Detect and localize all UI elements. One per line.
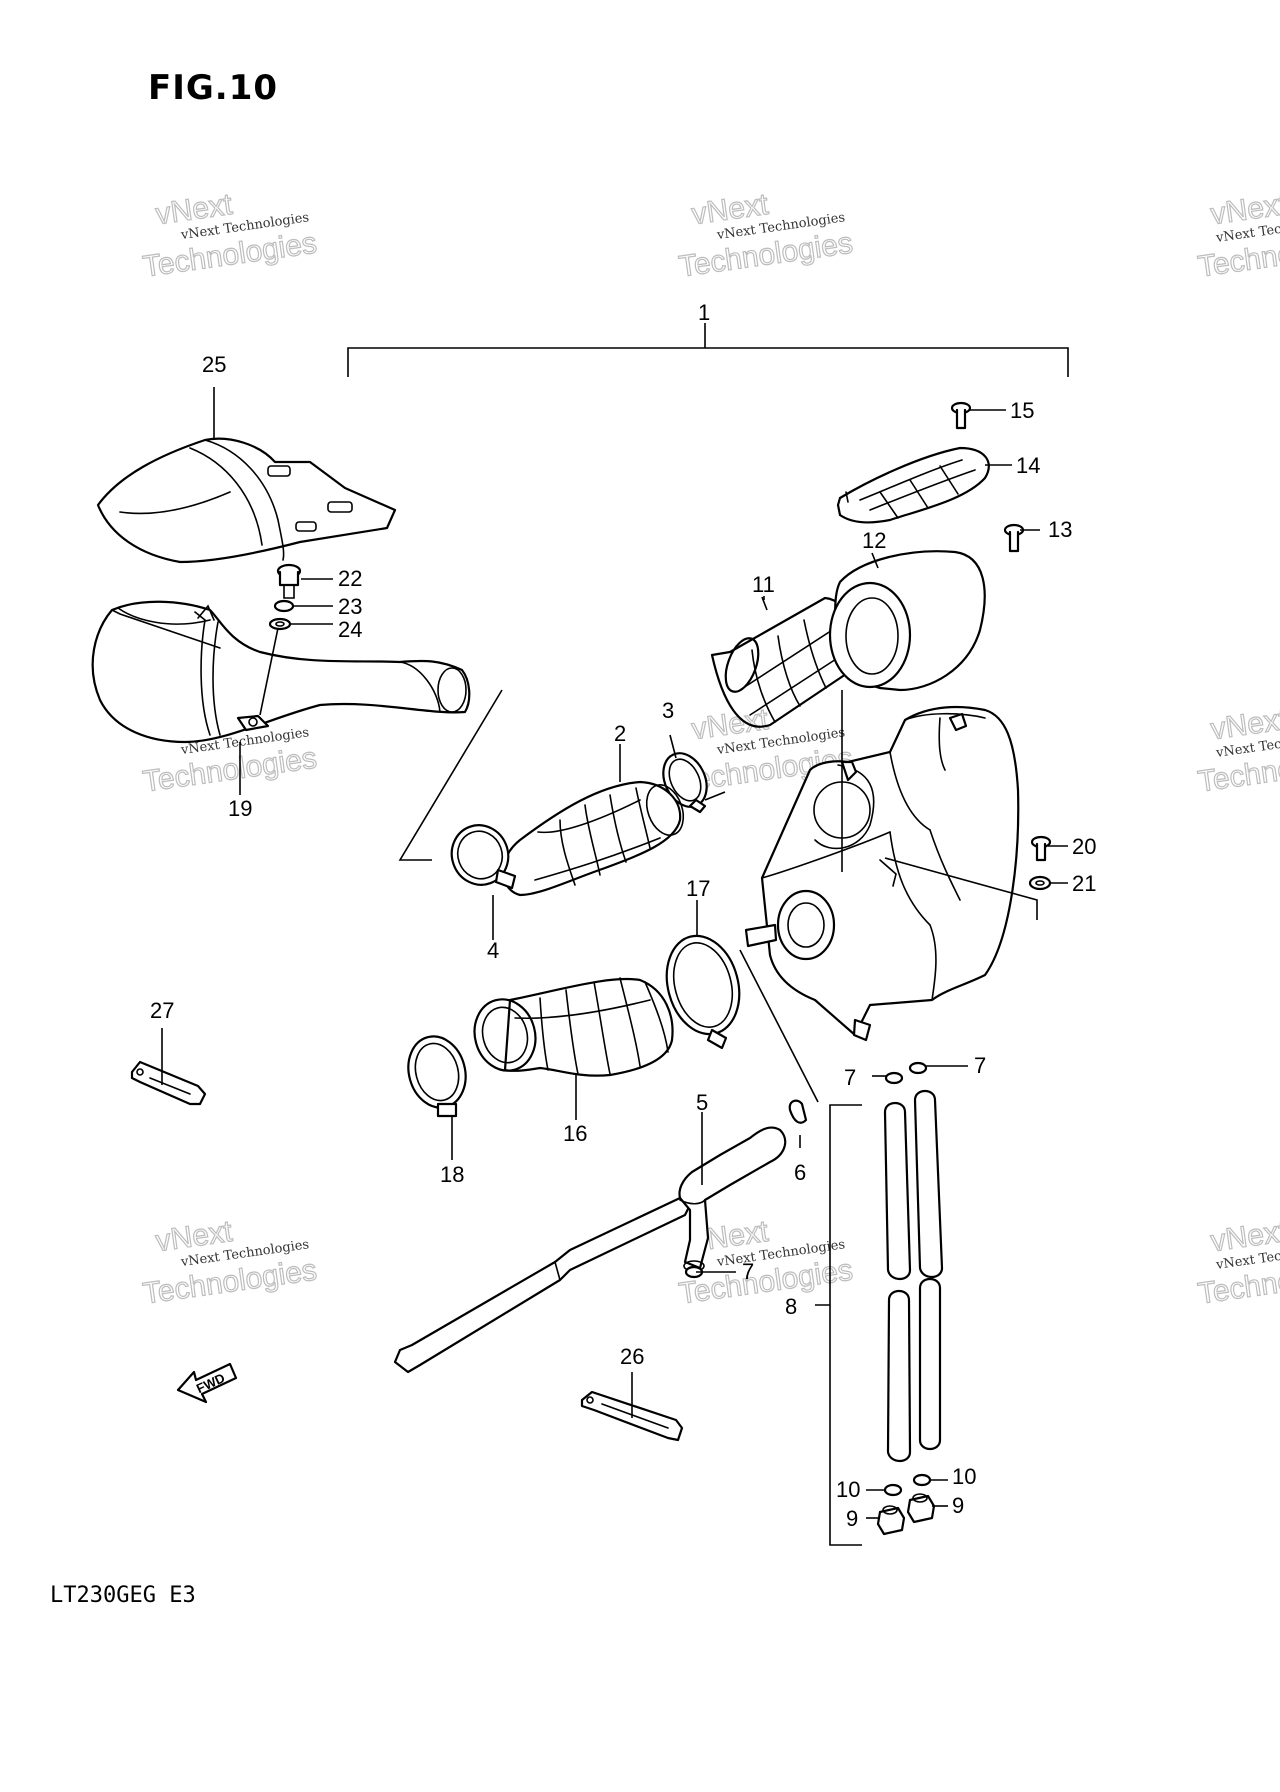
fwd-arrow-icon: FWD (176, 1362, 238, 1404)
callout-16: 16 (563, 1121, 587, 1146)
part-10-clip (883, 1483, 903, 1497)
callout-7c: 7 (742, 1259, 754, 1284)
bracket-8 (815, 1104, 862, 1546)
part-9-plug (876, 1505, 906, 1536)
part-22-bolt (276, 563, 302, 599)
part-12-filter-element (828, 550, 986, 692)
callout-3: 3 (662, 698, 674, 723)
callout-1: 1 (698, 300, 710, 325)
fwd-label: FWD (194, 1370, 227, 1396)
part-7-clip (908, 1061, 928, 1075)
part-17-clamp (665, 934, 741, 1050)
callout-numbers: 1 2 3 4 5 6 7 7 7 8 9 9 10 10 11 12 13 1… (150, 300, 1096, 1531)
callout-21: 21 (1072, 871, 1096, 896)
callout-leaders (161, 387, 1068, 1519)
part-8-hose-set (883, 1089, 944, 1463)
duct-to-tube-line (704, 791, 726, 801)
callout-13: 13 (1048, 517, 1072, 542)
part-15-screw (950, 401, 972, 430)
callout-19: 19 (228, 796, 252, 821)
callout-5: 5 (696, 1090, 708, 1115)
part-10-clip (912, 1473, 932, 1487)
part-9-plug (906, 1493, 936, 1524)
watermark: vNext vNext Technologies Technologies (1195, 1214, 1280, 1311)
part-13-screw (1003, 523, 1025, 553)
callout-7b: 7 (974, 1053, 986, 1078)
part-16-carb-hose (473, 977, 674, 1077)
leader-hose-to-box (739, 949, 819, 1103)
part-21-washer (1028, 875, 1052, 891)
figure-title: FIG.10 (148, 68, 279, 108)
callout-9b: 9 (952, 1493, 964, 1518)
callout-11: 11 (752, 572, 775, 597)
callout-20: 20 (1072, 834, 1096, 859)
callout-12: 12 (862, 528, 886, 553)
part-18-clamp (407, 1035, 467, 1118)
callout-10b: 10 (952, 1464, 976, 1489)
callout-15: 15 (1010, 398, 1034, 423)
part-23-washer (273, 599, 295, 613)
part-5-drain-hose (393, 1126, 787, 1374)
callout-22: 22 (338, 566, 362, 591)
part-4-clamp (450, 824, 517, 890)
callout-9a: 9 (846, 1506, 858, 1531)
part-6-clip (788, 1099, 808, 1124)
callout-23: 23 (338, 594, 362, 619)
callout-4: 4 (487, 938, 499, 963)
callout-2: 2 (614, 721, 626, 746)
watermark: vNext vNext Technologies Technologies (1195, 702, 1280, 799)
leader-box-to-21 (884, 857, 1038, 920)
callout-27: 27 (150, 998, 174, 1023)
part-2-connector-tube (502, 780, 685, 897)
callout-10a: 10 (836, 1477, 860, 1502)
callout-8: 8 (785, 1294, 797, 1319)
part-25-cover (96, 437, 397, 564)
callout-6: 6 (794, 1160, 806, 1185)
part-24-washer (268, 617, 292, 631)
callout-24: 24 (338, 617, 362, 642)
part-14-cover-plate (836, 446, 990, 524)
callout-25: 25 (202, 352, 226, 377)
model-code: LT230GEG E3 (50, 1583, 196, 1608)
part-27-bracket (130, 1060, 207, 1106)
part-19-intake-duct (91, 600, 471, 744)
assembly-bracket (347, 323, 1069, 377)
watermark: vNext vNext Technologies Technologies (140, 187, 319, 284)
watermark: vNext vNext Technologies Technologies (140, 1214, 319, 1311)
watermark: vNext vNext Technologies Technologies (676, 187, 855, 284)
leader-bolt-to-duct (259, 627, 279, 716)
part-20-screw (1030, 835, 1052, 862)
callout-26: 26 (620, 1344, 644, 1369)
duct-connection-line (398, 689, 503, 861)
callout-18: 18 (440, 1162, 464, 1187)
watermark: vNext vNext Technologies Technologies (1195, 187, 1280, 284)
callout-17: 17 (686, 876, 710, 901)
part-7-clip (884, 1071, 904, 1085)
callout-14: 14 (1016, 453, 1040, 478)
callout-7a: 7 (844, 1065, 856, 1090)
